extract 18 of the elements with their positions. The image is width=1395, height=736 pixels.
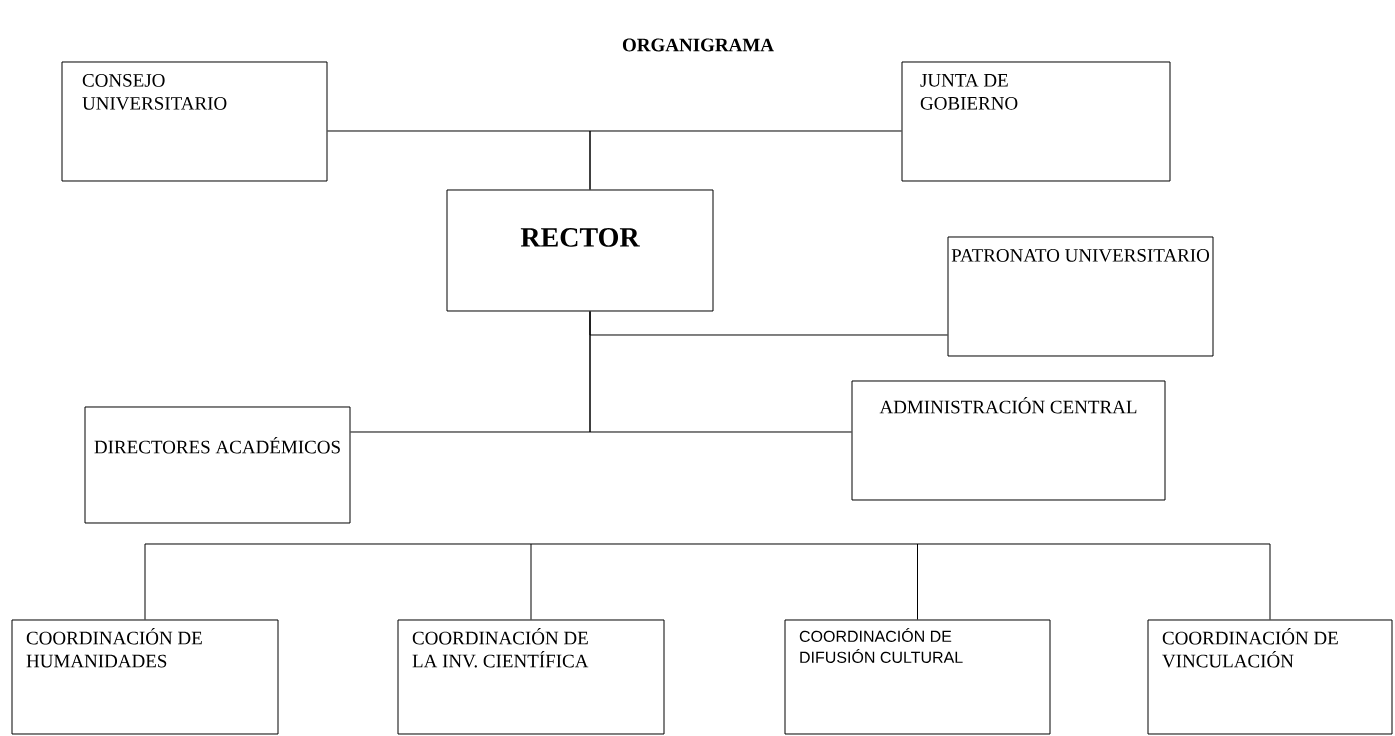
org-box: PATRONATO UNIVERSITARIO <box>947 236 1214 357</box>
org-box: CONSEJO UNIVERSITARIO <box>61 61 328 182</box>
title: ORGANIGRAMA <box>622 38 774 52</box>
org-box: RECTOR <box>446 189 714 312</box>
connector-line <box>589 130 902 190</box>
connector-line <box>144 543 1271 545</box>
connector-line <box>917 543 918 620</box>
org-box: COORDINACIÓN DE VINCULACIÓN <box>1147 619 1393 735</box>
org-box: JUNTA DE GOBIERNO <box>901 61 1171 182</box>
connector-line <box>144 543 146 620</box>
org-box: COORDINACIÓN DE HUMANIDADES <box>11 619 279 735</box>
org-box: COORDINACIÓN DE LA INV. CIENTÍFICA <box>397 619 665 735</box>
org-box: ADMINISTRACIÓN CENTRAL <box>851 380 1166 501</box>
org-box: COORDINACIÓN DE DIFUSIÓN CULTURAL <box>784 619 1051 735</box>
connector-line <box>1269 543 1271 620</box>
org-box: DIRECTORES ACADÉMICOS <box>84 406 351 524</box>
connector-line <box>589 311 852 433</box>
connector-line <box>530 543 532 620</box>
